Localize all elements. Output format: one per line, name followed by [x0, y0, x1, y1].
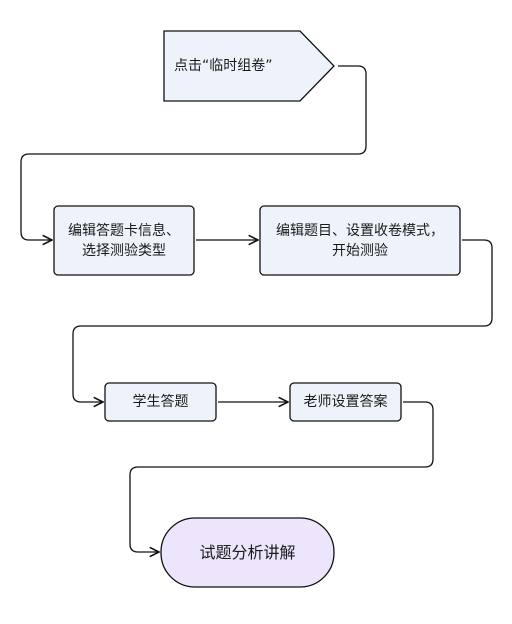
- connector-step4-to-end: [129, 401, 434, 552]
- step4-box: [289, 382, 402, 422]
- start-node-shape: [163, 30, 335, 102]
- step1-box: [53, 205, 195, 276]
- step2-box: [259, 205, 461, 276]
- step3-box: [104, 382, 217, 422]
- connector-start-to-step1: [20, 65, 367, 240]
- connector-step2-to-step3: [72, 239, 493, 402]
- end-node-shape: [160, 517, 335, 588]
